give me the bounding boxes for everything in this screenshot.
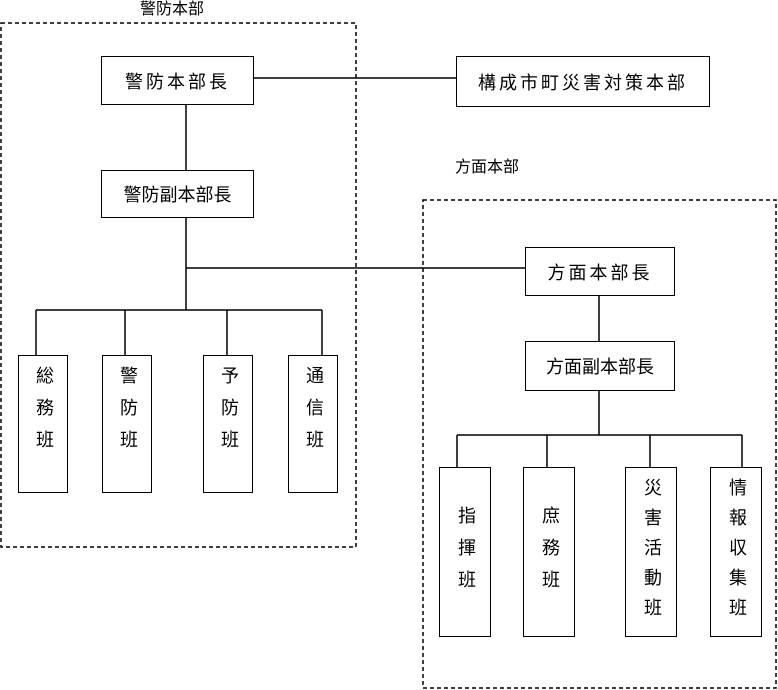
keibou-vice-box: 警防副本部長 (101, 170, 254, 218)
taisaku-honbu-box: 構成市町災害対策本部 (456, 56, 710, 107)
houmen-vice-box: 方面副本部長 (525, 341, 675, 391)
jouhou-han-label: 情報収集班 (726, 478, 747, 628)
keibou-chief-label: 警防本部長 (125, 71, 230, 93)
houmen-group-boundary (422, 199, 777, 689)
shomu-han-label: 庶務班 (539, 506, 560, 602)
keibou-group-boundary (0, 22, 357, 548)
houmen-vice-label: 方面副本部長 (546, 357, 654, 378)
houmen-chief-box: 方面本部長 (525, 247, 675, 296)
keibou-chief-box: 警防本部長 (101, 56, 254, 105)
taisaku-honbu-label: 構成市町災害対策本部 (478, 72, 688, 94)
shiki-han-label: 指揮班 (455, 506, 476, 602)
houmen-chief-label: 方面本部長 (547, 262, 653, 284)
yobou-han-label: 予防班 (218, 366, 239, 462)
houmen-group-label: 方面本部 (455, 157, 520, 176)
tsushin-han-box: 通信班 (288, 355, 338, 493)
keibou-group-label: 警防本部 (140, 0, 205, 18)
soumu-han-label: 総務班 (33, 366, 54, 462)
shiki-han-box: 指揮班 (439, 467, 491, 637)
yobou-han-box: 予防班 (203, 355, 253, 493)
shomu-han-box: 庶務班 (523, 467, 575, 637)
soumu-han-box: 総務班 (18, 355, 68, 493)
saigai-han-box: 災害活動班 (625, 467, 677, 637)
tsushin-han-label: 通信班 (303, 366, 324, 462)
keibou-han-label: 警防班 (117, 366, 138, 462)
jouhou-han-box: 情報収集班 (710, 467, 762, 637)
keibou-vice-label: 警防副本部長 (123, 185, 232, 206)
keibou-han-box: 警防班 (102, 355, 152, 493)
saigai-han-label: 災害活動班 (641, 478, 662, 628)
